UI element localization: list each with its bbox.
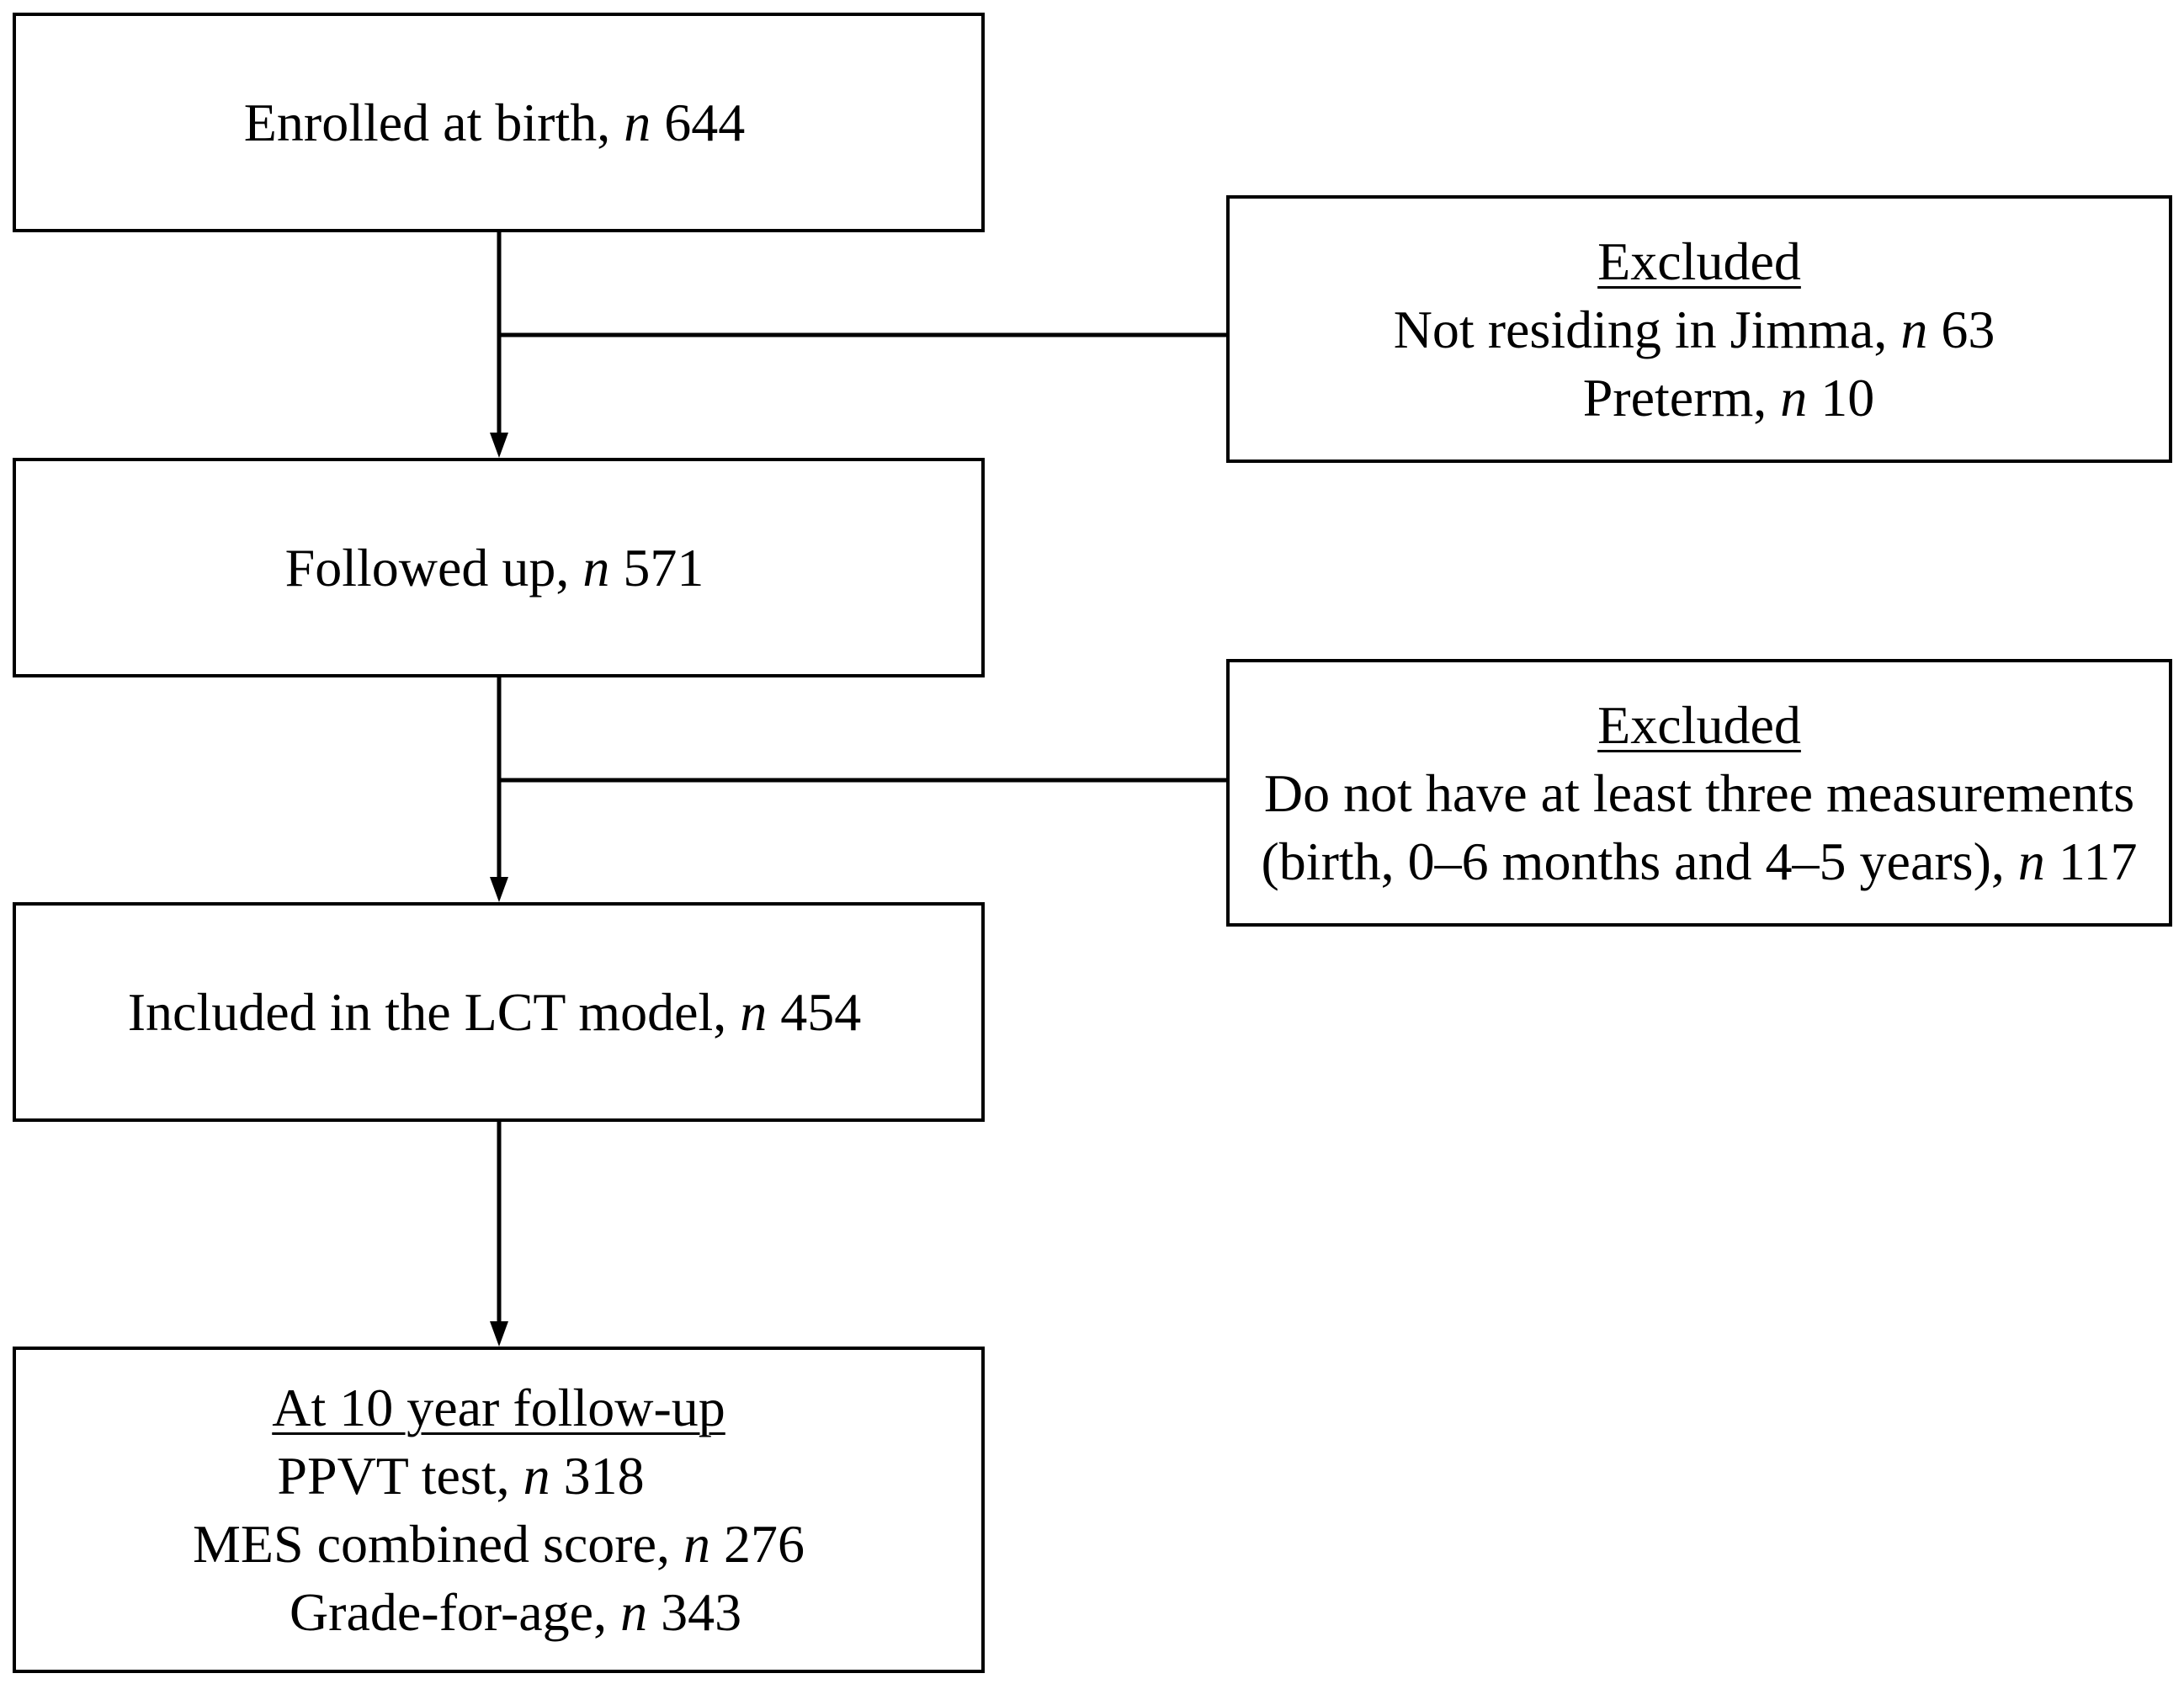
n-symbol: n (1900, 299, 1928, 359)
enrolled-box: Enrolled at birth, n 644 (13, 13, 985, 232)
followup-box: At 10 year follow-up PPVT test, n 318 ME… (13, 1347, 985, 1673)
excluded-box-1: Excluded Not residing in Jimma, n 63 Pre… (1226, 195, 2172, 463)
reason-text: (birth, 0–6 months and 4–5 years), (1261, 831, 2018, 891)
n-symbol: n (2017, 831, 2045, 891)
followed-text: Followed up, n 571 (285, 534, 713, 602)
followed-box: Followed up, n 571 (13, 458, 985, 677)
excluded-count: 117 (2044, 831, 2138, 891)
followed-count: 571 (609, 538, 704, 598)
n-symbol: n (624, 93, 651, 152)
excluded-box-2: Excluded Do not have at least three meas… (1226, 659, 2172, 927)
followup-item-ppvt: PPVT test, n 318 (277, 1442, 720, 1510)
arrowhead-included-to-followup (490, 1321, 508, 1347)
item-label: Preterm, (1582, 367, 1781, 428)
enrolled-label: Enrolled at birth, (243, 93, 624, 152)
n-symbol: n (683, 1514, 710, 1574)
n-symbol: n (582, 538, 610, 598)
followed-label: Followed up, (284, 538, 583, 598)
excluded-reason-line-2: (birth, 0–6 months and 4–5 years), n 117 (1261, 827, 2137, 895)
included-box: Included in the LCT model, n 454 (13, 902, 985, 1122)
item-count: 318 (550, 1446, 645, 1506)
n-symbol: n (523, 1446, 550, 1506)
excluded-item-not-residing: Not residing in Jimma, n 63 (1394, 295, 2006, 364)
followup-heading: At 10 year follow-up (272, 1378, 725, 1437)
followup-item-grade: Grade-for-age, n 343 (256, 1578, 741, 1646)
n-symbol: n (1780, 367, 1808, 428)
n-symbol: n (740, 982, 768, 1042)
enrolled-count: 644 (651, 93, 746, 152)
excluded-item-preterm: Preterm, n 10 (1524, 364, 1875, 432)
item-count: 343 (647, 1582, 742, 1642)
item-label: Not residing in Jimma, (1393, 299, 1901, 359)
included-label: Included in the LCT model, (127, 982, 741, 1042)
excluded-heading-1: Excluded (1597, 231, 1801, 291)
arrowhead-followed-to-included (490, 877, 508, 902)
item-label: Grade-for-age, (289, 1582, 621, 1642)
item-label: MES combined score, (193, 1514, 683, 1574)
enrolled-text: Enrolled at birth, n 644 (244, 88, 753, 157)
n-symbol: n (620, 1582, 648, 1642)
excluded-heading-2: Excluded (1597, 694, 1801, 755)
followup-item-mes: MES combined score, n 276 (193, 1510, 805, 1578)
arrowhead-enrolled-to-followed (490, 433, 508, 458)
item-count: 63 (1927, 299, 1995, 359)
excluded-reason-line-1: Do not have at least three measurements (1263, 762, 2135, 823)
item-count: 276 (710, 1514, 805, 1574)
included-count: 454 (767, 982, 862, 1042)
item-count: 10 (1807, 367, 1875, 428)
item-label: PPVT test, (277, 1446, 523, 1506)
included-text: Included in the LCT model, n 454 (128, 978, 870, 1046)
